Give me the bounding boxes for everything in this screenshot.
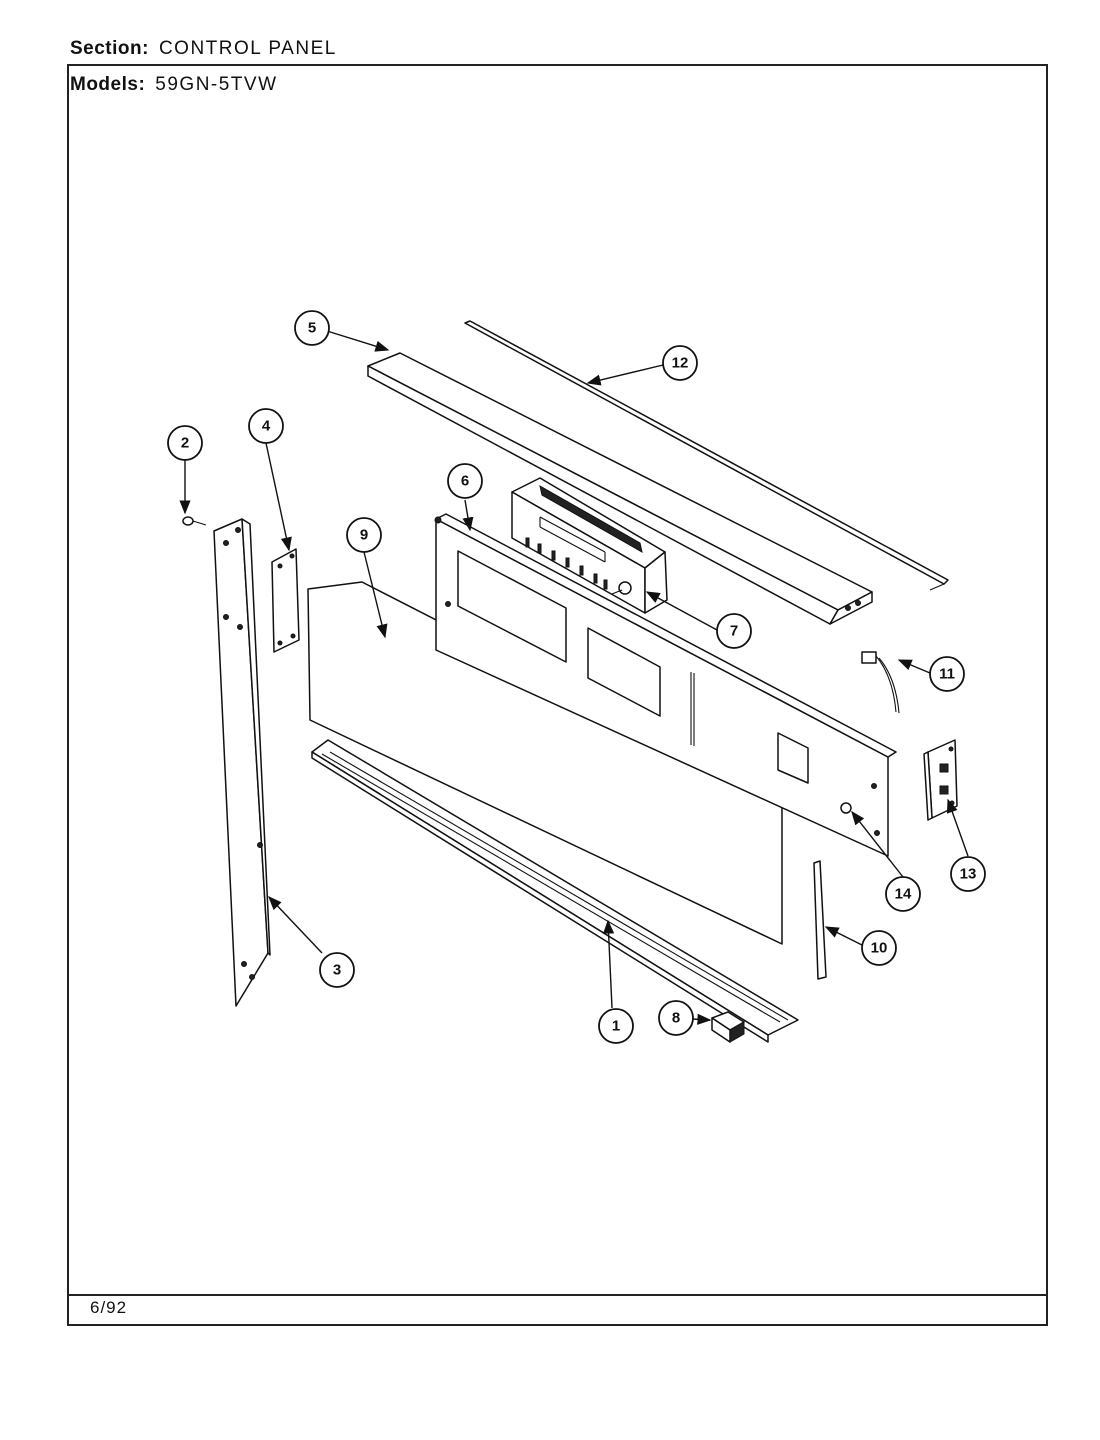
callout-10-label: 10 — [871, 940, 888, 957]
part-small-plate — [271, 548, 300, 653]
callout-3: 3 — [319, 952, 355, 988]
callout-1-label: 1 — [612, 1018, 620, 1035]
callout-12: 12 — [662, 345, 698, 381]
callout-9: 9 — [346, 517, 382, 553]
part-wire-connector — [861, 651, 900, 714]
section-label: Section: — [70, 38, 149, 59]
callout-5: 5 — [294, 310, 330, 346]
section-heading: Section: CONTROL PANEL — [70, 38, 337, 60]
callout-6: 6 — [447, 463, 483, 499]
part-switch — [711, 1011, 745, 1043]
models-value: 59GN-5TVW — [155, 74, 278, 95]
callout-8-label: 8 — [672, 1010, 680, 1027]
part-screw — [182, 516, 207, 526]
callout-3-label: 3 — [333, 962, 341, 979]
callout-11: 11 — [929, 656, 965, 692]
callout-7-label: 7 — [730, 623, 738, 640]
callout-6-label: 6 — [461, 473, 469, 490]
callout-4: 4 — [248, 408, 284, 444]
part-glass-panel — [307, 581, 783, 945]
callout-10: 10 — [861, 930, 897, 966]
callout-8: 8 — [658, 1000, 694, 1036]
part-top-trim — [367, 352, 873, 625]
callout-4-label: 4 — [262, 418, 271, 435]
callout-1: 1 — [598, 1008, 634, 1044]
part-long-strip — [464, 320, 949, 591]
part-bottom-channel — [311, 739, 799, 1043]
models-label: Models: — [70, 74, 146, 95]
part-vertical-trim — [813, 860, 827, 980]
callout-9-label: 9 — [360, 527, 368, 544]
leader-lines — [179, 330, 969, 1025]
callout-12-label: 12 — [672, 355, 689, 372]
callout-14: 14 — [885, 876, 921, 912]
callout-7: 7 — [716, 613, 752, 649]
models-heading: Models: 59GN-5TVW — [70, 74, 278, 96]
part-control-panel-frame — [434, 513, 897, 857]
callout-2-label: 2 — [181, 435, 189, 452]
part-side-bracket — [213, 518, 271, 1007]
section-value: CONTROL PANEL — [158, 38, 337, 59]
footer-date: 6/92 — [90, 1298, 128, 1317]
callout-2: 2 — [167, 425, 203, 461]
callout-13-label: 13 — [960, 866, 977, 883]
callout-13: 13 — [950, 856, 986, 892]
callout-5-label: 5 — [308, 320, 316, 337]
part-right-bracket — [923, 739, 958, 821]
callout-14-label: 14 — [895, 886, 912, 903]
footer-divider — [67, 1294, 1048, 1296]
callout-11-label: 11 — [939, 666, 955, 683]
diagram-frame — [67, 64, 1048, 1326]
